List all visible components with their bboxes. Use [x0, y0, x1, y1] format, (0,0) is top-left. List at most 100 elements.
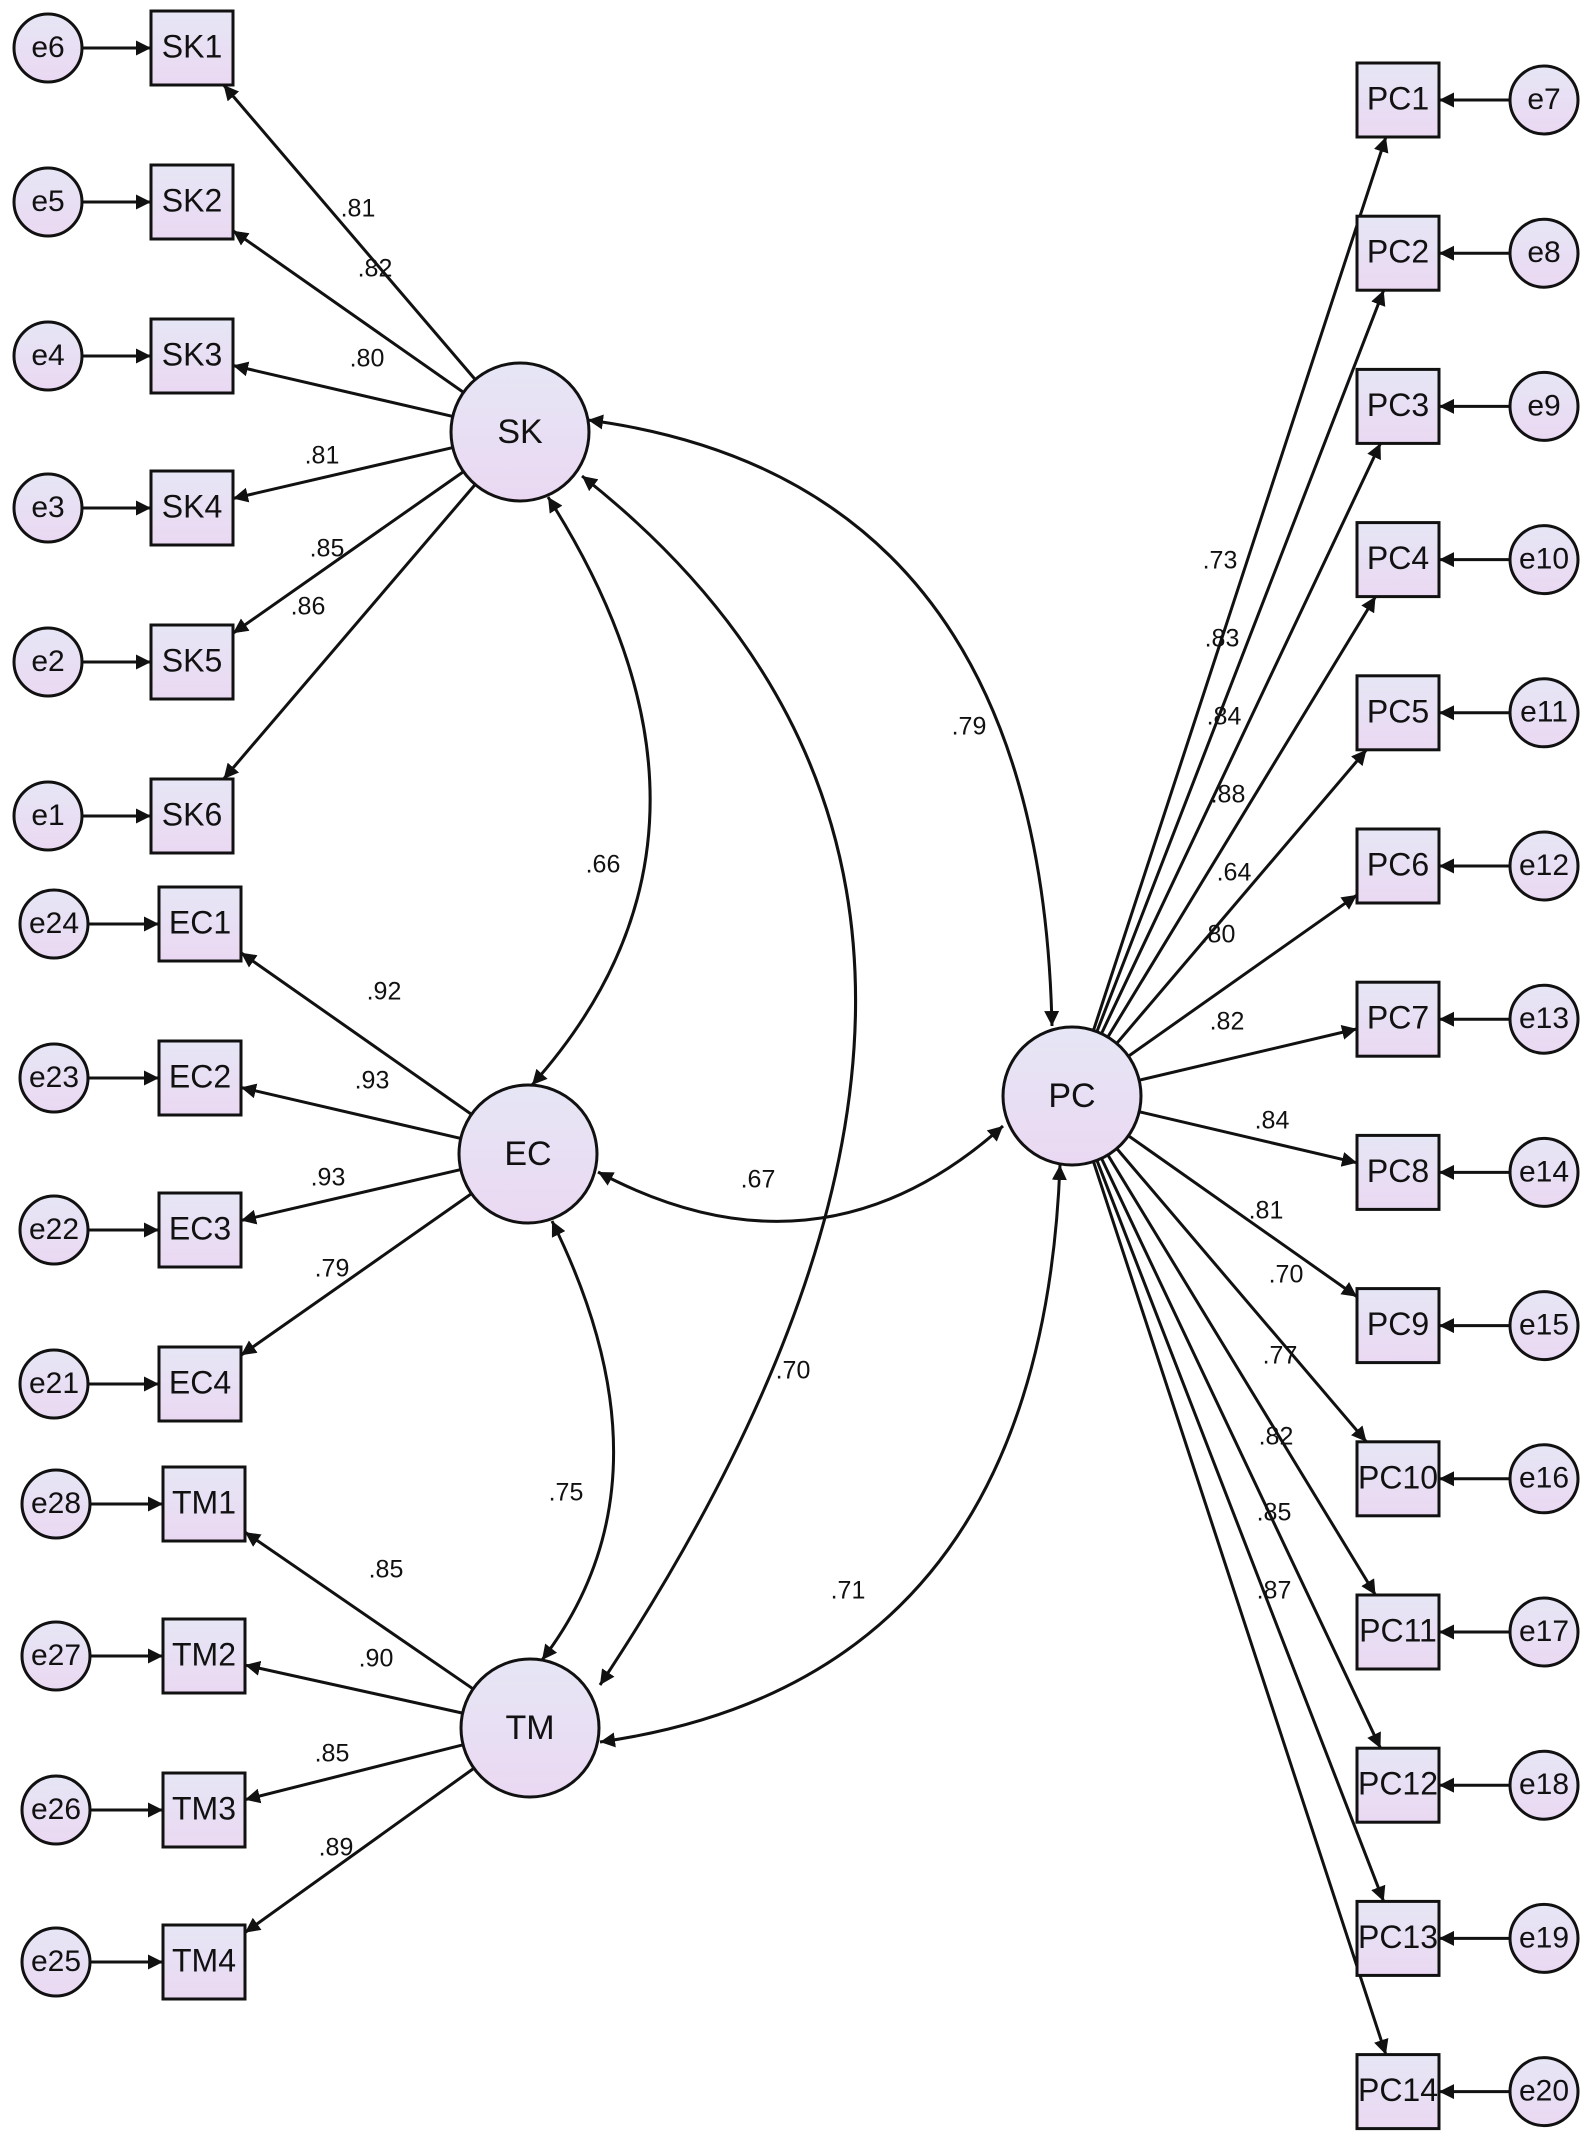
- indicator-label-sk5: SK5: [162, 642, 222, 678]
- loading-path-pc5: [1115, 748, 1368, 1045]
- indicator-box-ec3: [157, 1191, 243, 1269]
- indicator-box-pc14: [1355, 2053, 1441, 2131]
- covariance-layer: [530, 414, 1067, 1748]
- error-node-e24: [18, 888, 90, 960]
- indicator-box-ec2: [157, 1039, 243, 1117]
- loading-label-ec4: .79: [315, 1255, 350, 1283]
- error-node-e12: [1508, 830, 1580, 902]
- latent-label-pc: PC: [1048, 1077, 1095, 1115]
- indicator-label-sk3: SK3: [162, 336, 222, 372]
- error-label-e17: e17: [1519, 1615, 1569, 1648]
- indicator-label-ec1: EC1: [169, 904, 231, 940]
- loading-path-sk6: [222, 483, 477, 780]
- error-label-e12: e12: [1519, 849, 1569, 882]
- indicator-box-pc9: [1355, 1287, 1441, 1365]
- covariance-label-sk-pc: .79: [952, 713, 987, 741]
- error-node-e28: [20, 1468, 92, 1540]
- loading-path-ec2: [240, 1083, 462, 1140]
- indicator-label-tm2: TM2: [172, 1636, 236, 1672]
- loading-path-sk5: [232, 470, 465, 635]
- indicator-box-pc3: [1355, 367, 1441, 445]
- error-label-e28: e28: [31, 1487, 81, 1520]
- indicator-box-tm1: [161, 1465, 247, 1543]
- weight-labels-layer: .79.66.70.67.75.71.81.82.80.81.85.86.92.…: [291, 195, 1304, 1862]
- indicator-label-pc3: PC3: [1367, 387, 1429, 423]
- error-label-e10: e10: [1519, 543, 1569, 576]
- loading-label-pc6: .80: [1201, 921, 1236, 949]
- loading-path-tm1: [244, 1530, 474, 1691]
- error-label-e5: e5: [31, 185, 64, 218]
- error-label-e15: e15: [1519, 1309, 1569, 1342]
- error-label-e20: e20: [1519, 2075, 1569, 2108]
- error-node-e6: [12, 12, 84, 84]
- indicator-label-sk1: SK1: [162, 28, 222, 64]
- loading-label-pc4: .88: [1211, 781, 1246, 809]
- error-node-e26: [20, 1774, 92, 1846]
- indicator-label-tm1: TM1: [172, 1484, 236, 1520]
- loading-path-sk3: [232, 361, 454, 418]
- loading-label-pc2: .83: [1205, 625, 1240, 653]
- indicator-label-sk2: SK2: [162, 182, 222, 218]
- error-node-e5: [12, 166, 84, 238]
- indicator-box-sk1: [149, 9, 235, 87]
- loading-label-ec1: .92: [367, 978, 402, 1006]
- indicator-label-pc8: PC8: [1367, 1153, 1429, 1189]
- loading-paths-layer: [82, 40, 1510, 2100]
- indicator-label-pc14: PC14: [1358, 2072, 1438, 2108]
- covariance-label-tm-pc: .71: [831, 1577, 866, 1605]
- loading-path-pc4: [1106, 595, 1377, 1038]
- loading-label-ec2: .93: [355, 1067, 390, 1095]
- error-node-e4: [12, 320, 84, 392]
- indicator-box-pc7: [1355, 980, 1441, 1058]
- latent-label-sk: SK: [497, 413, 543, 451]
- covariance-label-sk-ec: .66: [586, 851, 621, 879]
- error-label-e27: e27: [31, 1639, 81, 1672]
- indicator-box-sk3: [149, 317, 235, 395]
- error-label-e18: e18: [1519, 1768, 1569, 1801]
- indicator-box-ec1: [157, 885, 243, 963]
- error-node-e3: [12, 472, 84, 544]
- error-node-e20: [1508, 2056, 1580, 2128]
- error-label-e6: e6: [31, 31, 64, 64]
- loading-label-tm4: .89: [319, 1834, 354, 1862]
- indicator-label-pc6: PC6: [1367, 846, 1429, 882]
- loading-label-pc3: .84: [1207, 703, 1242, 731]
- loading-path-sk1: [222, 84, 477, 381]
- error-node-e21: [18, 1348, 90, 1420]
- indicator-box-pc12: [1355, 1746, 1441, 1824]
- loading-path-pc9: [1127, 1134, 1358, 1298]
- latent-node-tm: [459, 1657, 601, 1799]
- loading-label-pc13: .85: [1257, 1499, 1292, 1527]
- loading-label-tm2: .90: [359, 1645, 394, 1673]
- loading-path-pc12: [1100, 1157, 1382, 1749]
- covariance-sk-tm: [581, 474, 858, 1686]
- error-node-e17: [1508, 1596, 1580, 1668]
- indicator-label-pc4: PC4: [1367, 540, 1429, 576]
- indicator-label-tm3: TM3: [172, 1790, 236, 1826]
- indicator-label-pc11: PC11: [1359, 1612, 1437, 1648]
- error-label-e23: e23: [29, 1061, 79, 1094]
- indicator-box-sk5: [149, 623, 235, 701]
- loading-label-sk4: .81: [305, 442, 340, 470]
- indicator-box-sk4: [149, 469, 235, 547]
- error-label-e3: e3: [31, 491, 64, 524]
- error-node-e25: [20, 1926, 92, 1998]
- indicator-box-tm2: [161, 1617, 247, 1695]
- covariance-sk-ec: [530, 496, 652, 1086]
- indicator-box-sk2: [149, 163, 235, 241]
- error-label-e1: e1: [31, 799, 64, 832]
- loading-label-sk1: .81: [341, 195, 376, 223]
- indicator-box-pc6: [1355, 827, 1441, 905]
- indicator-label-pc5: PC5: [1367, 693, 1429, 729]
- error-node-e23: [18, 1042, 90, 1114]
- loading-label-tm3: .85: [315, 1740, 350, 1768]
- error-label-e24: e24: [29, 907, 79, 940]
- indicator-label-pc7: PC7: [1367, 1000, 1429, 1036]
- indicator-label-pc12: PC12: [1358, 1766, 1438, 1802]
- indicator-label-pc9: PC9: [1367, 1306, 1429, 1342]
- error-node-e13: [1508, 983, 1580, 1055]
- indicator-label-pc1: PC1: [1367, 80, 1429, 116]
- loading-label-pc7: .82: [1210, 1008, 1245, 1036]
- error-node-e15: [1508, 1290, 1580, 1362]
- indicator-box-pc10: [1355, 1440, 1441, 1518]
